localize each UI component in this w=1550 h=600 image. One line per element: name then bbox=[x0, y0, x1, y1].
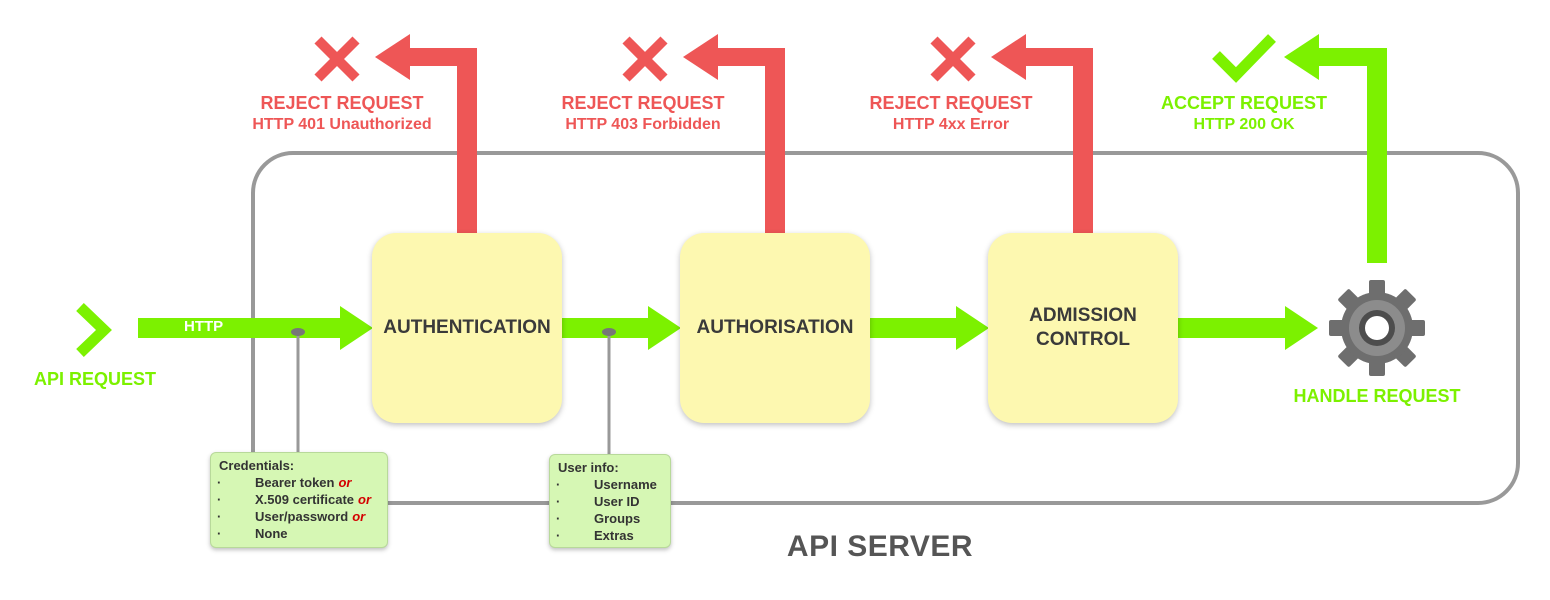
outcome-label-admission: REJECT REQUEST HTTP 4xx Error bbox=[831, 92, 1071, 136]
list-item-text: Username bbox=[594, 477, 657, 492]
connector-dot bbox=[602, 328, 616, 336]
list-item-text: Groups bbox=[594, 511, 641, 526]
gear-icon bbox=[1329, 280, 1425, 376]
stage-authorisation: AUTHORISATION bbox=[680, 233, 870, 423]
connector-dot bbox=[291, 328, 305, 336]
list-item-text: Bearer token bbox=[255, 475, 335, 490]
outcome-label-accept: ACCEPT REQUEST HTTP 200 OK bbox=[1124, 92, 1364, 136]
stage-label-line2: CONTROL bbox=[1036, 329, 1130, 350]
outcome-detail: HTTP 4xx Error bbox=[892, 116, 1010, 133]
reject-x-icon bbox=[930, 36, 976, 82]
flow-arrow-http bbox=[138, 306, 373, 350]
chevron-right-icon bbox=[76, 303, 112, 357]
outcome-title: REJECT REQUEST bbox=[260, 93, 424, 113]
or-text: or bbox=[358, 492, 372, 507]
list-item-text: X.509 certificate bbox=[255, 492, 355, 507]
list-item: ·None bbox=[217, 526, 288, 541]
reject-x-icon bbox=[622, 36, 668, 82]
note-heading: Credentials: bbox=[219, 458, 295, 473]
list-item-text: None bbox=[255, 526, 288, 541]
accept-arrow bbox=[1284, 34, 1387, 263]
http-label: HTTP bbox=[184, 318, 224, 335]
reject-arrow-authorisation bbox=[683, 34, 785, 233]
list-item-text: Extras bbox=[594, 528, 634, 543]
list-item: ·User ID bbox=[556, 494, 640, 509]
userinfo-list: ·Username ·User ID ·Groups ·Extras bbox=[556, 476, 662, 544]
outcome-detail: HTTP 200 OK bbox=[1193, 116, 1295, 133]
outcome-title: REJECT REQUEST bbox=[561, 93, 725, 113]
handle-request-label: HANDLE REQUEST bbox=[1293, 386, 1461, 406]
list-item-text: User/password bbox=[255, 509, 349, 524]
stage-admission-control: ADMISSION CONTROL bbox=[988, 233, 1178, 423]
accept-check-icon bbox=[1212, 34, 1276, 83]
stage-label-line1: ADMISSION bbox=[1029, 305, 1137, 326]
outcome-title: ACCEPT REQUEST bbox=[1160, 93, 1328, 113]
list-item: ·Extras bbox=[556, 528, 634, 543]
reject-arrow-authentication bbox=[375, 34, 477, 233]
list-item: ·Username bbox=[556, 477, 657, 492]
stage-authentication: AUTHENTICATION bbox=[372, 233, 562, 423]
note-heading: User info: bbox=[558, 460, 619, 475]
or-text: or bbox=[352, 509, 366, 524]
flow-arrow-authz-to-admission bbox=[870, 306, 989, 350]
outcome-detail: HTTP 401 Unauthorized bbox=[252, 116, 432, 133]
outcome-detail: HTTP 403 Forbidden bbox=[565, 116, 721, 133]
stage-label: AUTHENTICATION bbox=[383, 317, 551, 338]
api-request-label: API REQUEST bbox=[33, 369, 157, 389]
reject-arrow-admission bbox=[991, 34, 1093, 233]
stage-label: AUTHORISATION bbox=[696, 317, 854, 338]
userinfo-note: User info: ·Username ·User ID ·Groups ·E… bbox=[549, 454, 671, 548]
or-text: or bbox=[338, 475, 352, 490]
flow-arrow-auth-to-authz bbox=[562, 306, 681, 350]
list-item: ·Groups bbox=[556, 511, 641, 526]
reject-x-icon bbox=[314, 36, 360, 82]
flow-arrow-admission-to-handler bbox=[1178, 306, 1318, 350]
list-item-text: User ID bbox=[594, 494, 640, 509]
outcome-label-authorisation: REJECT REQUEST HTTP 403 Forbidden bbox=[523, 92, 763, 136]
outcome-label-authentication: REJECT REQUEST HTTP 401 Unauthorized bbox=[222, 92, 462, 136]
outcome-title: REJECT REQUEST bbox=[869, 93, 1033, 113]
api-server-label: API SERVER bbox=[786, 530, 974, 563]
